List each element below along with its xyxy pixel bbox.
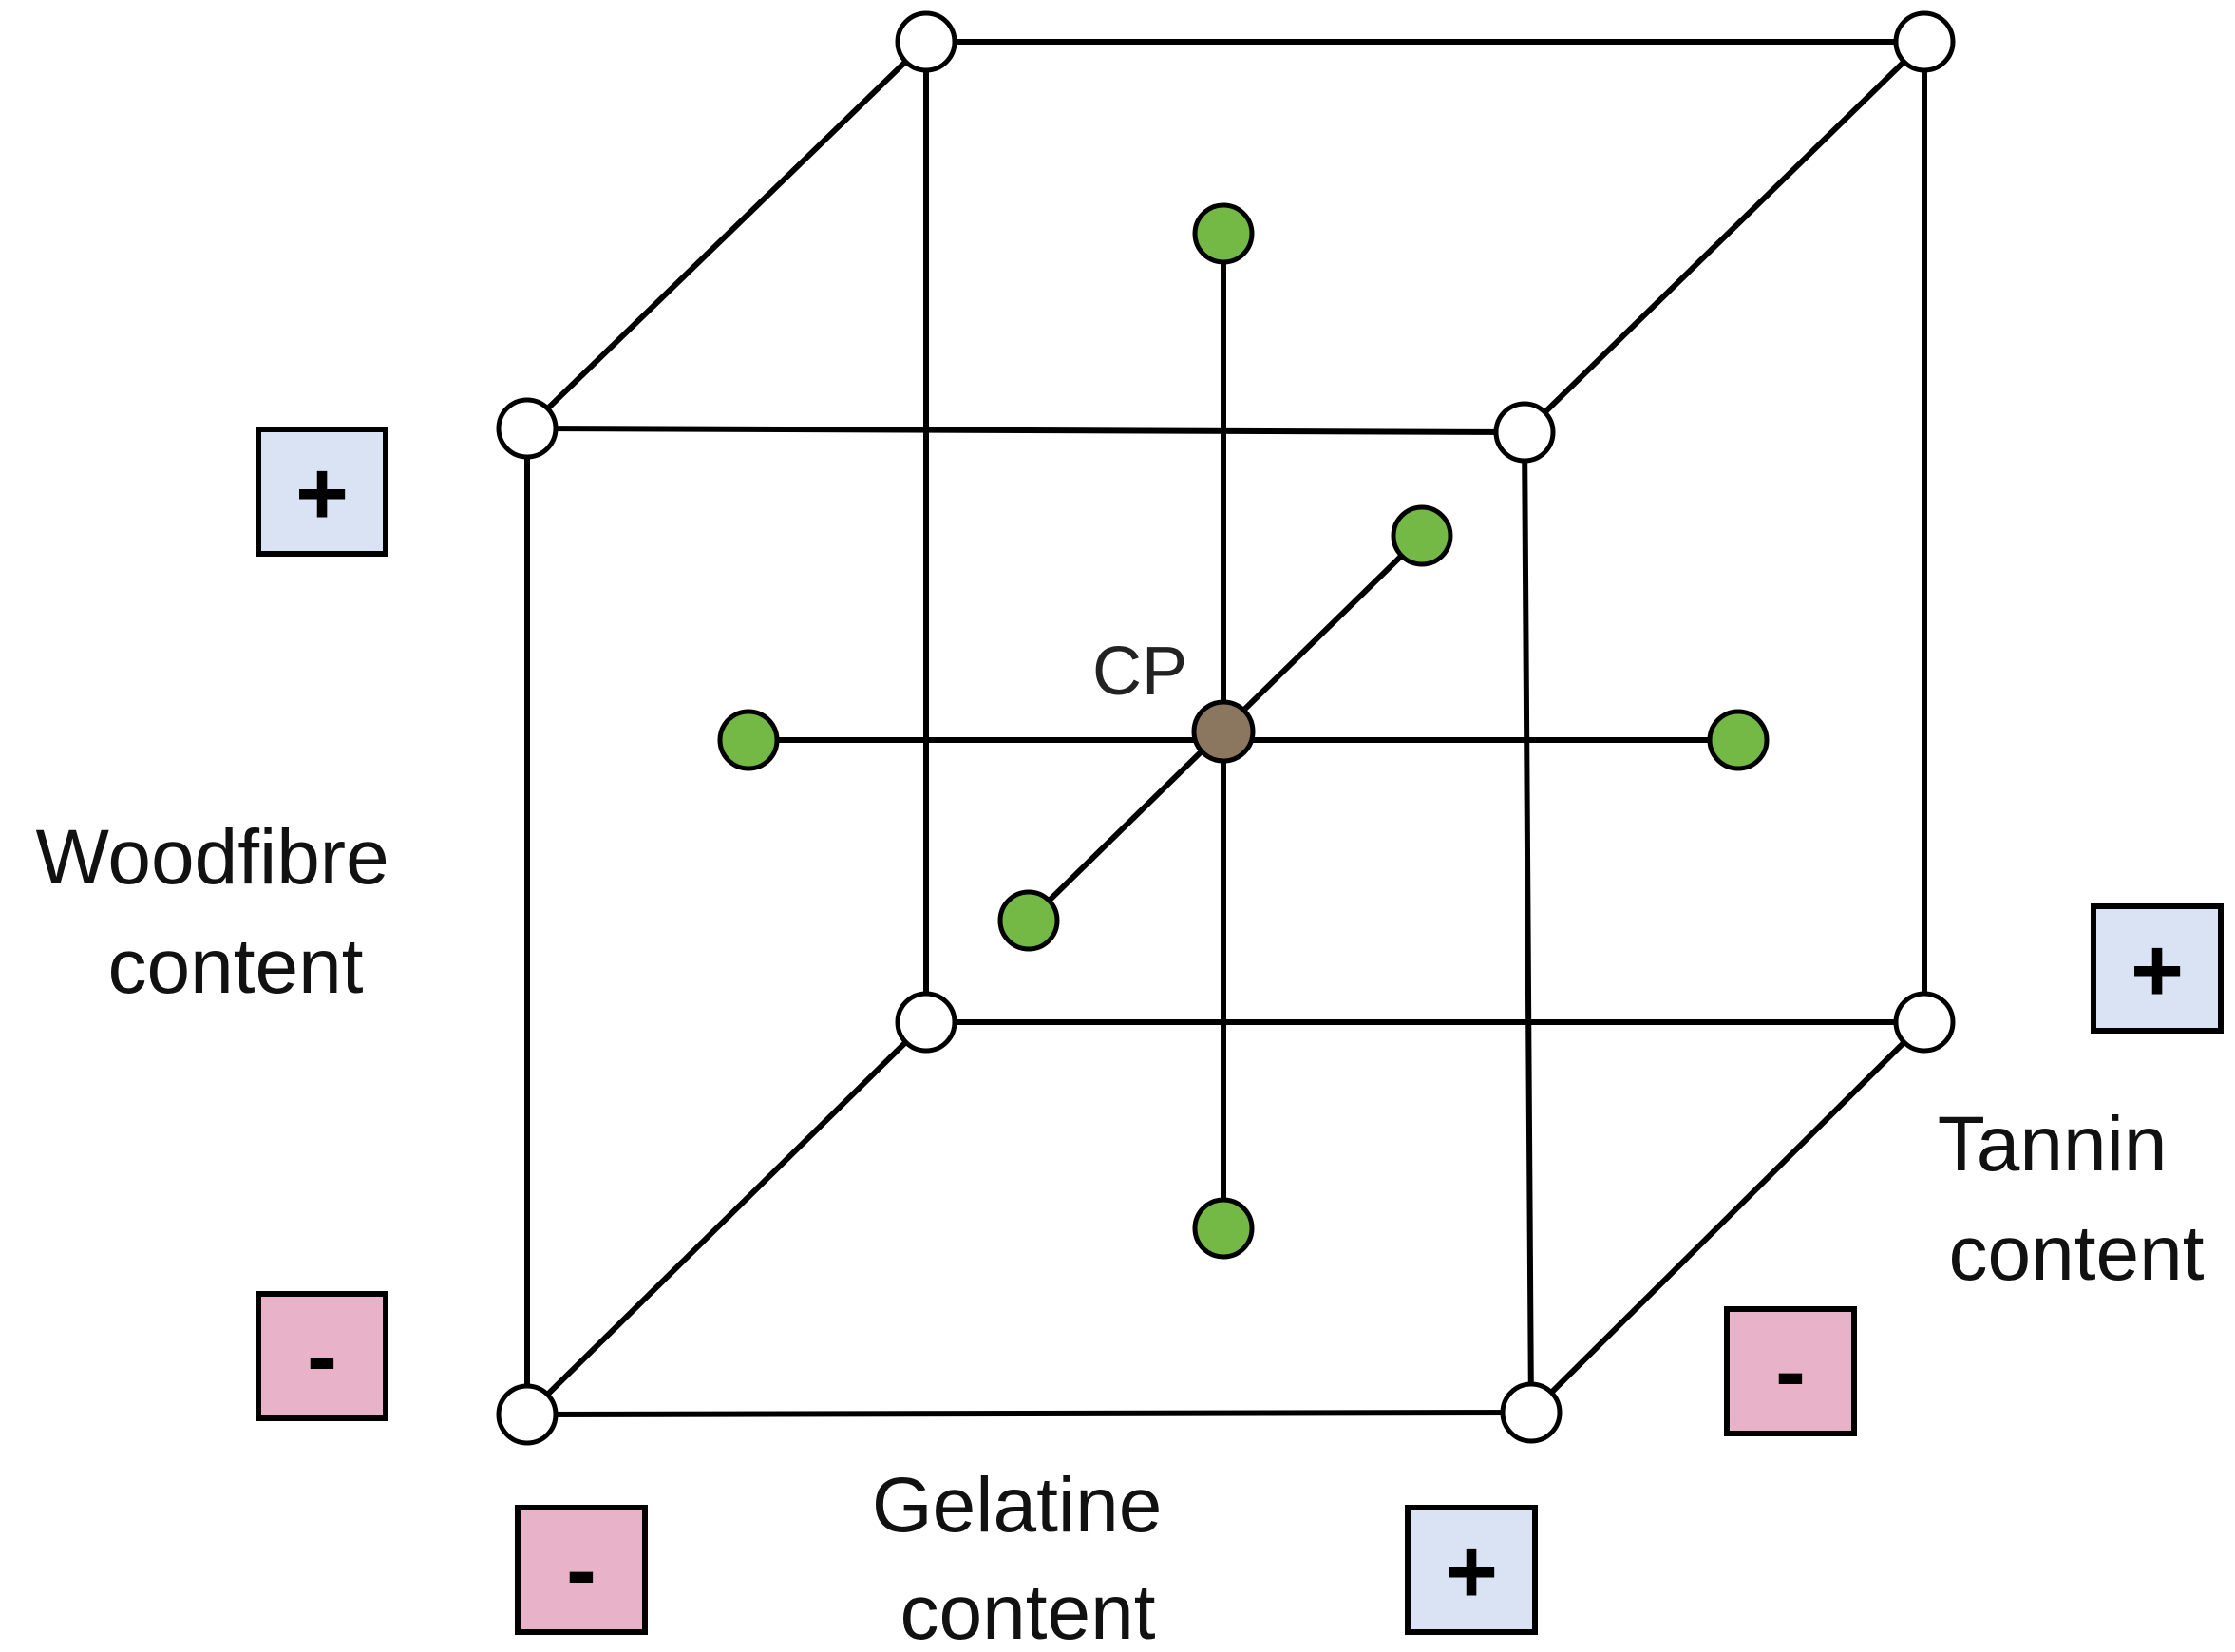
star-point-front bbox=[997, 889, 1060, 952]
woodfibre-plus-text: + bbox=[295, 443, 349, 544]
cube-edge-depth-top-left bbox=[524, 39, 929, 431]
gelatine-label-line-1: Gelatine bbox=[872, 1462, 1162, 1548]
corner-point-front-bottom-left bbox=[496, 1383, 559, 1446]
star-point-right bbox=[1707, 709, 1770, 771]
woodfibre-low-sign: - bbox=[256, 1291, 388, 1421]
tannin-low-sign: - bbox=[1724, 1306, 1857, 1436]
tannin-plus-text: + bbox=[2131, 920, 2184, 1021]
corner-point-back-bottom-left bbox=[895, 991, 957, 1054]
gelatine-minus-text: - bbox=[566, 1519, 597, 1621]
corner-point-front-top-left bbox=[496, 397, 559, 460]
tannin-high-sign: + bbox=[2091, 903, 2224, 1034]
star-point-left bbox=[717, 709, 780, 771]
tannin-label-line-2: content bbox=[1949, 1210, 2205, 1297]
gelatine-label-line-2: content bbox=[900, 1569, 1156, 1652]
corner-point-back-top-right bbox=[1893, 10, 1956, 73]
corner-point-back-top-left bbox=[895, 10, 957, 73]
gelatine-high-sign: + bbox=[1405, 1505, 1538, 1635]
woodfibre-label-line-1: Woodfibre bbox=[35, 814, 388, 901]
corner-points bbox=[496, 10, 1956, 1446]
corner-point-back-bottom-right bbox=[1893, 991, 1956, 1054]
cube-edges bbox=[524, 39, 1927, 1417]
tannin-label-line-1: Tannin bbox=[1938, 1101, 2168, 1187]
corner-point-front-top-right bbox=[1493, 401, 1556, 464]
star-points bbox=[717, 202, 1770, 1260]
star-point-back bbox=[1391, 504, 1453, 567]
woodfibre-axis-label: Woodfibre content bbox=[35, 814, 410, 1010]
tannin-minus-text: - bbox=[1775, 1320, 1806, 1422]
star-point-top bbox=[1192, 202, 1255, 265]
woodfibre-minus-text: - bbox=[307, 1305, 337, 1407]
woodfibre-high-sign: + bbox=[256, 427, 388, 557]
cube-edge-depth-bottom-left bbox=[524, 1019, 929, 1417]
cube-edge-front-bottom bbox=[524, 1410, 1534, 1417]
center-point-label: CP bbox=[1092, 634, 1187, 710]
cube-edge-front-top bbox=[524, 426, 1527, 435]
cube-edge-front-right bbox=[1522, 429, 1534, 1415]
corner-point-front-bottom-right bbox=[1500, 1381, 1563, 1444]
center-point bbox=[1191, 699, 1256, 764]
gelatine-low-sign: - bbox=[515, 1505, 648, 1635]
star-point-bottom bbox=[1192, 1197, 1255, 1260]
woodfibre-label-line-2: content bbox=[108, 923, 364, 1010]
cube-edge-depth-top-right bbox=[1522, 39, 1927, 435]
cube-edge-depth-bottom-right bbox=[1528, 1019, 1927, 1415]
gelatine-plus-text: + bbox=[1445, 1521, 1498, 1623]
gelatine-axis-label: Gelatine content bbox=[872, 1462, 1184, 1652]
tannin-axis-label: Tannin content bbox=[1938, 1101, 2205, 1297]
